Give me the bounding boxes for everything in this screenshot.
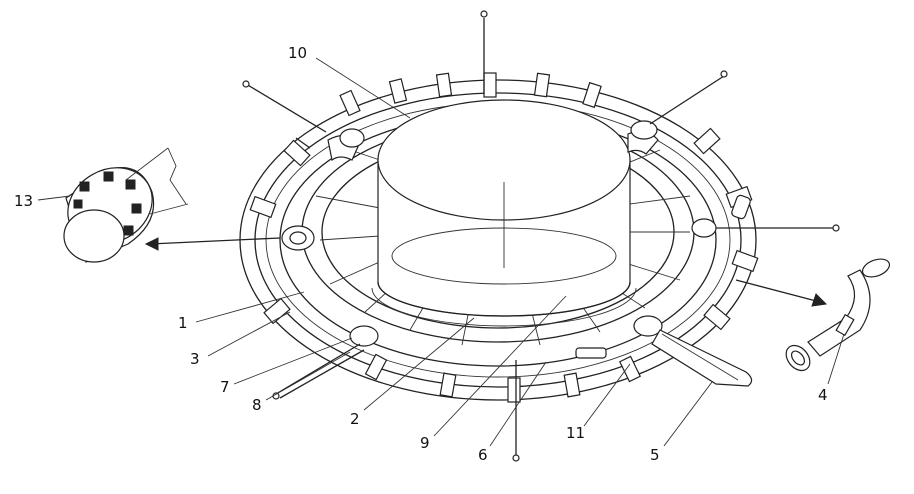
label-3: 3 [190, 350, 200, 368]
label-4: 4 [818, 386, 828, 404]
label-9: 9 [420, 434, 430, 452]
detail-13-cup [54, 148, 188, 262]
central-cylinder [372, 100, 636, 326]
label-8: 8 [252, 396, 262, 414]
label-6: 6 [478, 446, 488, 464]
label-10: 10 [288, 44, 307, 62]
label-11: 11 [566, 424, 585, 442]
label-13: 13 [14, 192, 33, 210]
label-5: 5 [650, 446, 660, 464]
label-1: 1 [178, 314, 188, 332]
label-2: 2 [350, 410, 360, 428]
label-7: 7 [220, 378, 230, 396]
